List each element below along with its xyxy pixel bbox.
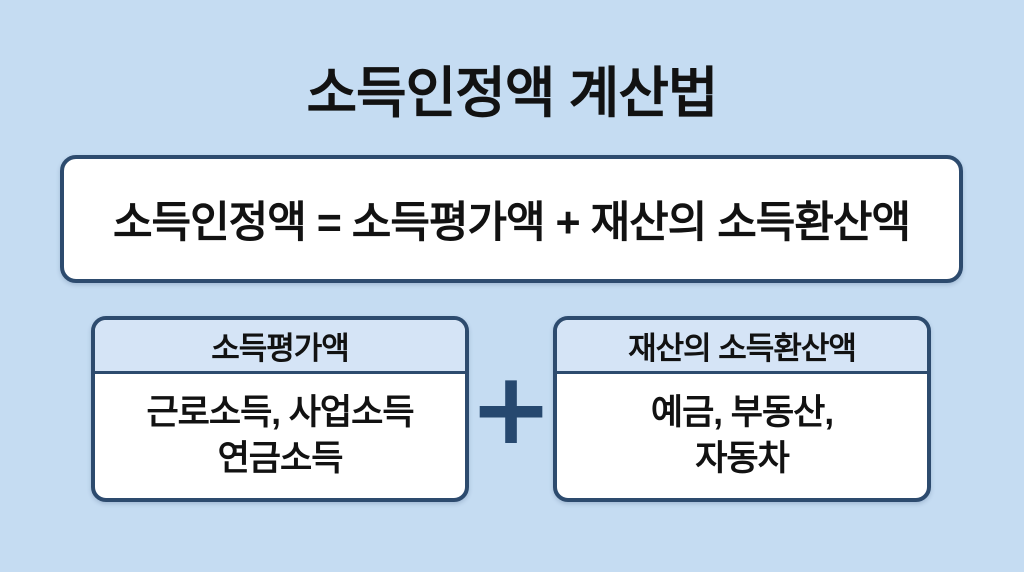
income-evaluation-line-2: 연금소득: [217, 439, 344, 478]
income-evaluation-header-label: 소득평가액: [211, 331, 350, 366]
page-title: 소득인정액 계산법: [306, 62, 718, 124]
income-evaluation-body: 근로소득, 사업소득 연금소득: [95, 374, 465, 498]
property-conversion-line-1: 예금, 부동산,: [650, 392, 834, 432]
property-conversion-header: 재산의 소득환산액: [557, 320, 927, 374]
formula-text: 소득인정액 = 소득평가액 + 재산의 소득환산액: [112, 199, 911, 247]
income-evaluation-box: 소득평가액 근로소득, 사업소득 연금소득: [91, 316, 469, 502]
formula-box: 소득인정액 = 소득평가액 + 재산의 소득환산액: [60, 155, 963, 283]
property-conversion-header-label: 재산의 소득환산액: [628, 331, 857, 366]
property-conversion-line-2: 자동차: [695, 439, 790, 478]
income-evaluation-header: 소득평가액: [95, 320, 465, 374]
income-evaluation-line-1: 근로소득, 사업소득: [146, 392, 414, 432]
property-conversion-box: 재산의 소득환산액 예금, 부동산, 자동차: [553, 316, 931, 502]
property-conversion-body: 예금, 부동산, 자동차: [557, 374, 927, 498]
plus-icon: +: [469, 350, 553, 467]
